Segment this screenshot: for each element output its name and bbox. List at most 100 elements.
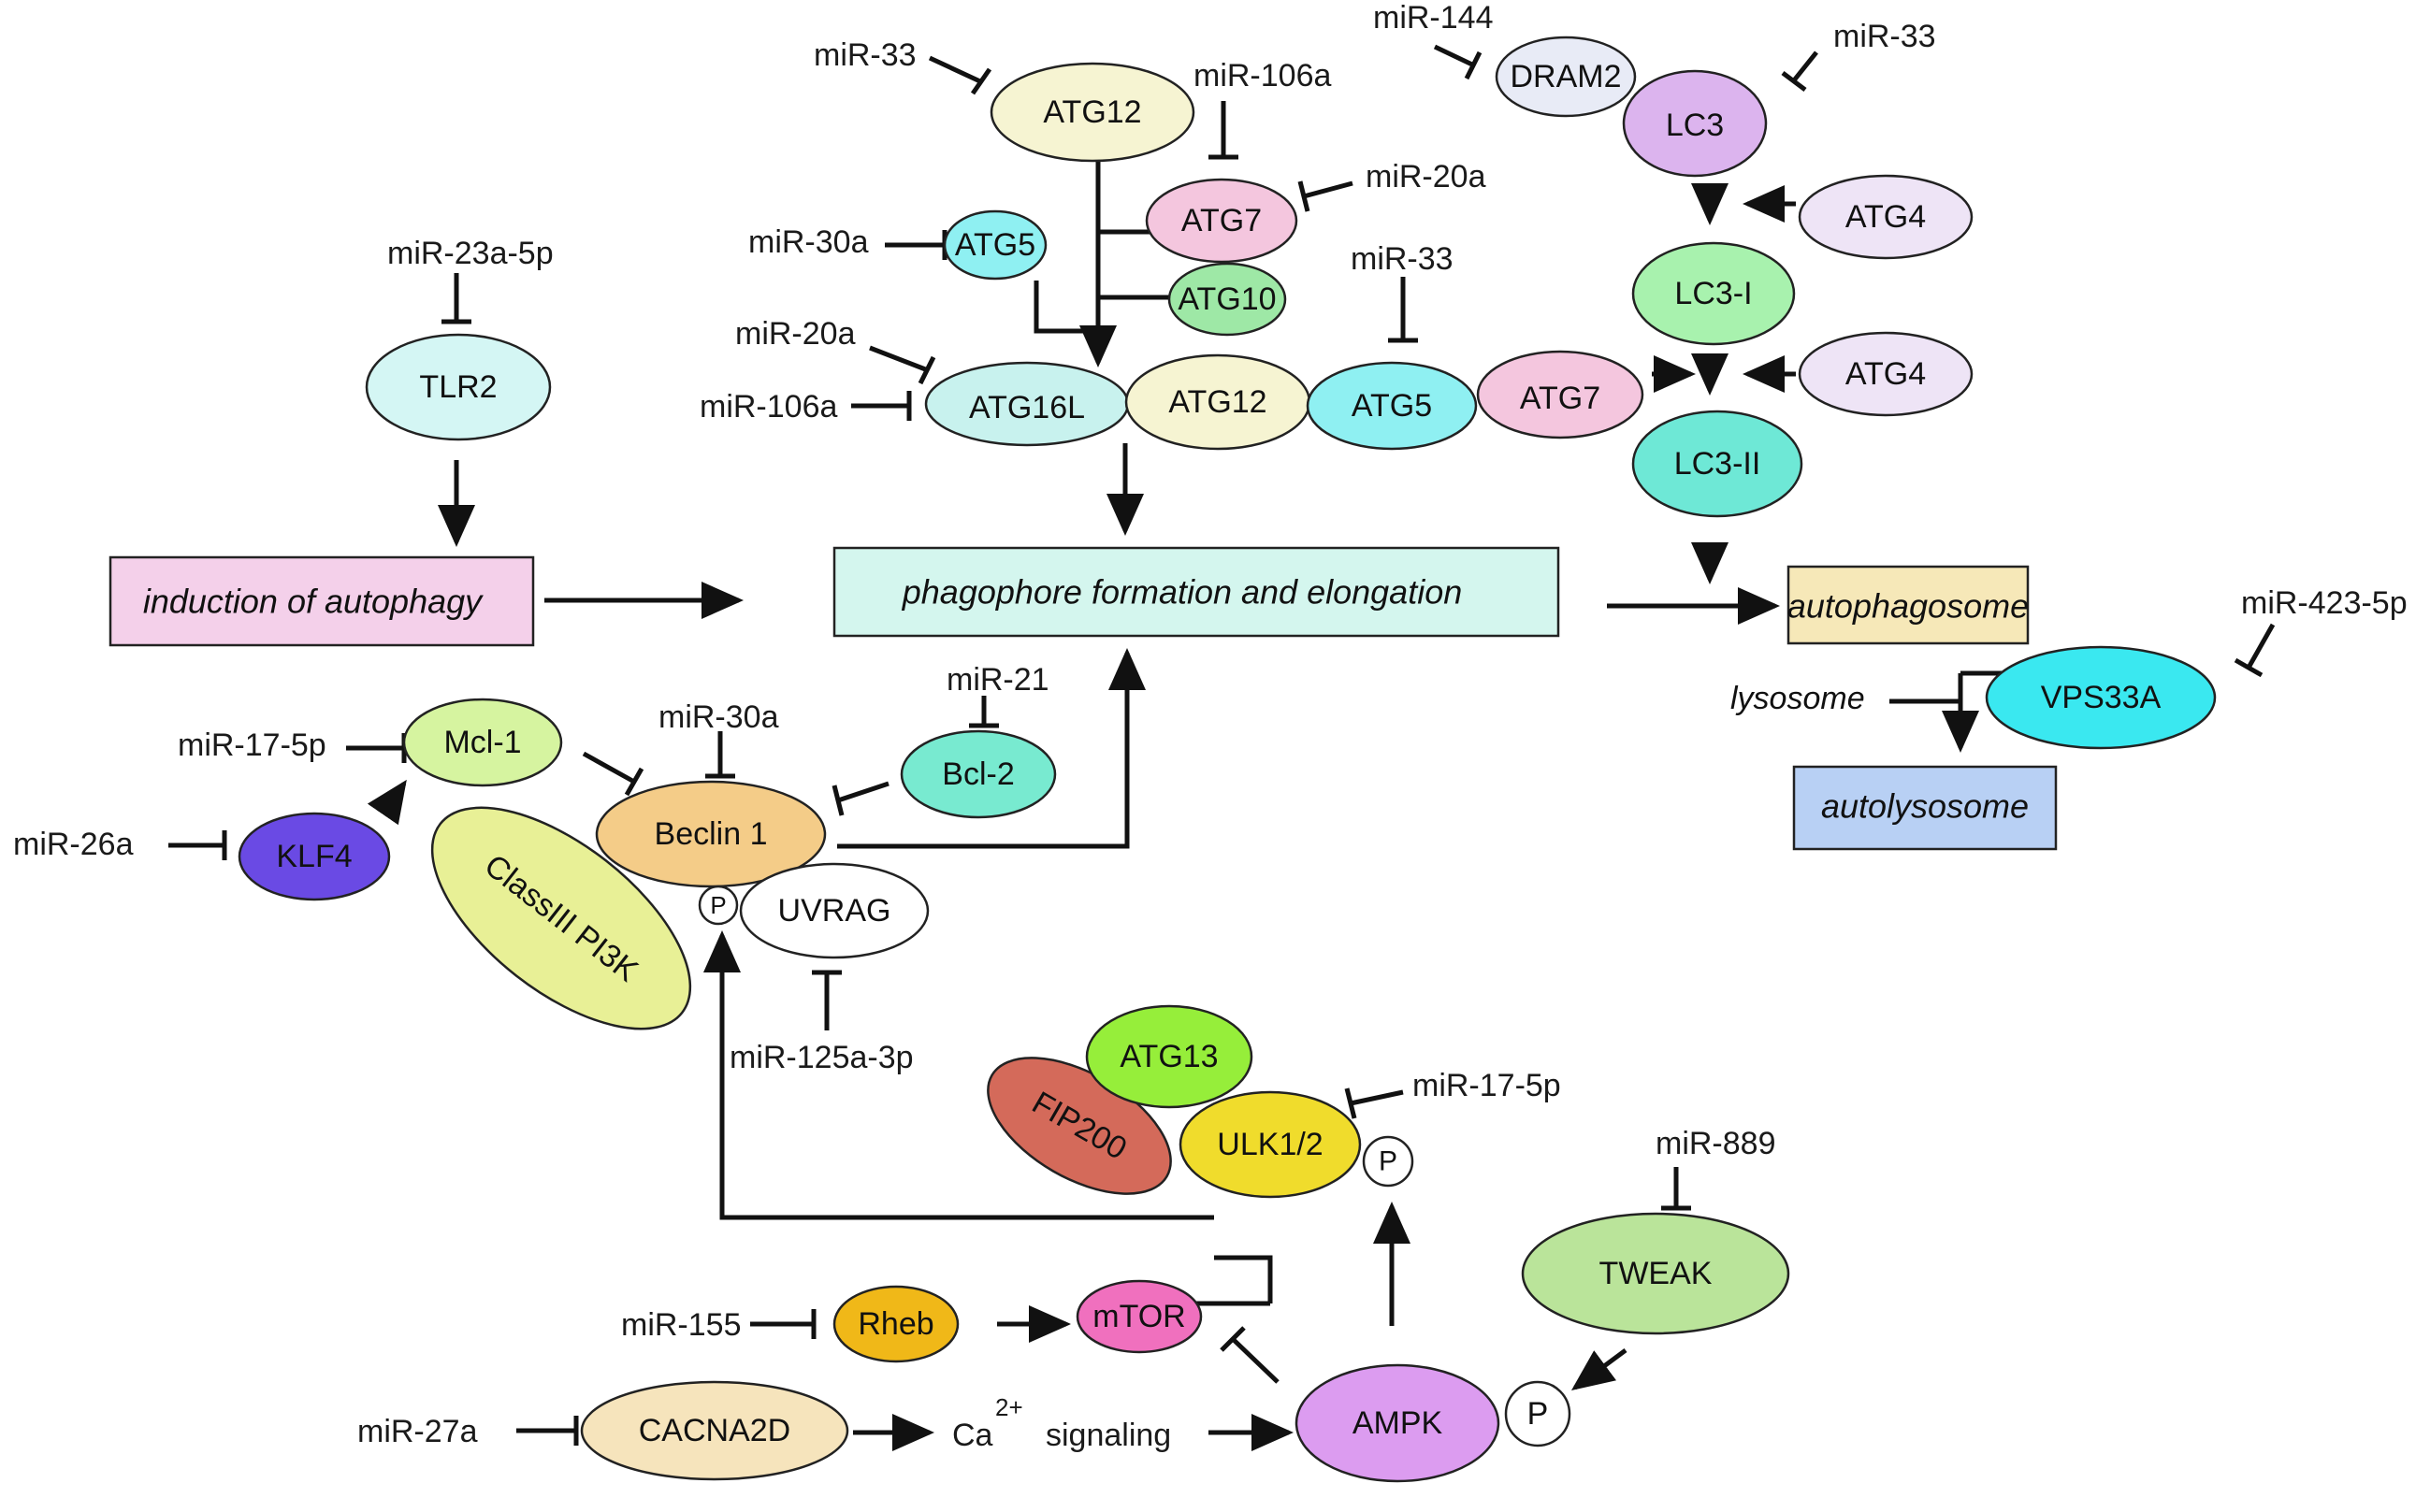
svg-text:AMPK: AMPK [1352,1405,1443,1441]
svg-text:P: P [1527,1396,1549,1432]
induction-box [108,555,535,647]
node-p-ampk: P [1504,1380,1571,1447]
autophagosome-box [1786,565,2030,645]
node-atg4-b: ATG4 [1798,331,1974,417]
node-atg12-top: ATG12 [990,62,1195,163]
arrow-tweak-ampk-p [1570,1347,1627,1390]
svg-text:ATG5: ATG5 [1352,388,1432,424]
svg-text:Bcl-2: Bcl-2 [942,756,1014,792]
svg-text:Beclin 1: Beclin 1 [655,816,768,852]
mir-30a-a: miR-30a [748,224,869,260]
node-atg7-top: ATG7 [1145,178,1298,264]
svg-text:DRAM2: DRAM2 [1510,59,1621,94]
mir-20a-b: miR-20a [735,316,856,352]
svg-text:ATG7: ATG7 [1520,381,1600,416]
node-tlr2: TLR2 [365,333,552,441]
node-classiii-pi3k: ClassIII PI3K [430,806,692,1030]
svg-text:ATG5: ATG5 [955,227,1035,263]
mir-423-5p: miR-423-5p [2241,585,2408,621]
svg-text:ATG4: ATG4 [1845,199,1926,235]
node-fip200: FIP200 [987,1057,1172,1195]
mir-155: miR-155 [621,1307,741,1343]
node-mtor: mTOR [1076,1279,1203,1354]
arrow-beclin-phagophore [837,648,1146,849]
lysosome-label: lysosome [1730,681,1865,716]
mir-33-b: miR-33 [1351,241,1454,277]
node-bcl2: Bcl-2 [900,729,1057,819]
node-uvrag: UVRAG [739,862,930,959]
node-tweak: TWEAK [1521,1212,1790,1335]
ca-superscript: 2+ [995,1393,1023,1421]
phagophore-box [832,546,1560,638]
mir-27a: miR-27a [357,1414,478,1449]
mir-20a-a: miR-20a [1366,159,1486,194]
node-vps33a: VPS33A [1985,645,2217,750]
svg-text:mTOR: mTOR [1092,1299,1185,1334]
svg-text:ATG16L: ATG16L [969,390,1085,425]
mir-26a: miR-26a [13,827,134,862]
svg-text:P: P [1379,1146,1397,1177]
mir-106a-a: miR-106a [1193,58,1331,94]
node-dram2: DRAM2 [1495,36,1637,118]
inhibition-lines [168,44,2276,1446]
svg-text:KLF4: KLF4 [276,839,352,874]
mir-23a-5p: miR-23a-5p [387,236,554,271]
mir-889: miR-889 [1656,1126,1775,1161]
node-cacna2d: CACNA2D [580,1380,849,1481]
node-klf4: KLF4 [238,812,391,901]
svg-text:ATG12: ATG12 [1043,94,1141,130]
node-atg12-mid: ATG12 [1124,353,1311,451]
svg-text:TWEAK: TWEAK [1599,1256,1713,1291]
mir-17-5p-a: miR-17-5p [178,727,326,763]
misc-labels: lysosome Ca 2+ signaling [952,681,1865,1453]
mir-144: miR-144 [1373,0,1493,36]
node-lc3: LC3 [1622,69,1768,178]
svg-text:TLR2: TLR2 [419,369,497,405]
mir-33-c: miR-33 [1833,19,1936,54]
svg-text:Rheb: Rheb [858,1306,933,1342]
node-atg5-mid: ATG5 [1306,361,1478,451]
mir-21: miR-21 [947,662,1049,698]
svg-text:ATG12: ATG12 [1168,384,1266,420]
arrow-ulk-beclin [703,930,1214,1220]
svg-text:Mcl-1: Mcl-1 [443,725,521,760]
svg-text:ATG13: ATG13 [1120,1039,1218,1074]
node-ampk: AMPK [1295,1363,1500,1483]
arrow-klf4-mcl1 [367,779,407,826]
svg-text:ULK1/2: ULK1/2 [1217,1127,1323,1162]
svg-text:LC3-I: LC3-I [1674,276,1752,311]
mir-125a-3p: miR-125a-3p [730,1040,914,1075]
node-atg7-mid: ATG7 [1476,350,1644,439]
node-mcl1: Mcl-1 [402,698,563,787]
node-lc3-i: LC3-I [1631,241,1796,346]
induction-label: induction of autophagy [143,583,484,621]
svg-text:CACNA2D: CACNA2D [639,1413,790,1448]
node-beclin1: Beclin 1 [595,780,827,888]
phagophore-label: phagophore formation and elongation [902,573,1462,612]
autophagosome-label: autophagosome [1787,587,2029,626]
activation-arrows [367,157,1979,1451]
svg-text:ATG4: ATG4 [1845,356,1926,392]
mir-106a-b: miR-106a [700,389,837,425]
node-atg13: ATG13 [1085,1004,1253,1109]
mir-30a-b: miR-30a [658,699,779,735]
process-boxes: induction of autophagy phagophore format… [108,546,2058,851]
mir-17-5p-b: miR-17-5p [1412,1068,1561,1103]
svg-text:UVRAG: UVRAG [778,893,891,929]
signaling-label: signaling [1046,1418,1171,1453]
autolysosome-label: autolysosome [1821,787,2029,826]
ca-label: Ca [952,1418,993,1453]
svg-text:LC3: LC3 [1666,108,1724,143]
svg-text:LC3-II: LC3-II [1674,446,1761,482]
svg-text:ATG10: ATG10 [1178,281,1276,317]
mir-33-a: miR-33 [814,37,917,73]
node-rheb: Rheb [832,1285,960,1363]
autolysosome-box [1792,765,2058,851]
complex-wiring [1034,229,2011,1306]
node-atg10: ATG10 [1167,262,1287,337]
node-p-beclin: P [698,885,739,926]
node-atg4-a: ATG4 [1798,174,1974,260]
svg-text:ATG7: ATG7 [1181,203,1262,238]
